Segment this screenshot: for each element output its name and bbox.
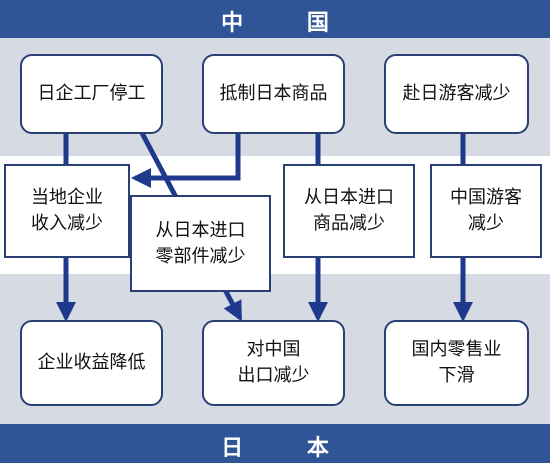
corp-profit-box: 企业收益降低 xyxy=(20,320,163,406)
retail-box: 国内零售业 下滑 xyxy=(384,320,529,406)
chinese-tourists-box: 中国游客 减少 xyxy=(430,164,542,258)
japan-label: 日 本 xyxy=(221,436,357,461)
exports-china-box: 对中国 出口减少 xyxy=(202,320,345,406)
china-header-band: 中 国 xyxy=(0,0,550,38)
tourists-to-japan-box: 赴日游客减少 xyxy=(384,54,529,134)
boycott-box: 抵制日本商品 xyxy=(202,54,345,134)
goods-import-box: 从日本进口 商品减少 xyxy=(283,164,415,258)
factory-stop-box: 日企工厂停工 xyxy=(20,54,163,134)
parts-import-box: 从日本进口 零部件减少 xyxy=(130,195,271,292)
local-income-box: 当地企业 收入减少 xyxy=(4,164,130,258)
japan-footer-band: 日 本 xyxy=(0,424,550,463)
china-label: 中 国 xyxy=(221,11,357,36)
